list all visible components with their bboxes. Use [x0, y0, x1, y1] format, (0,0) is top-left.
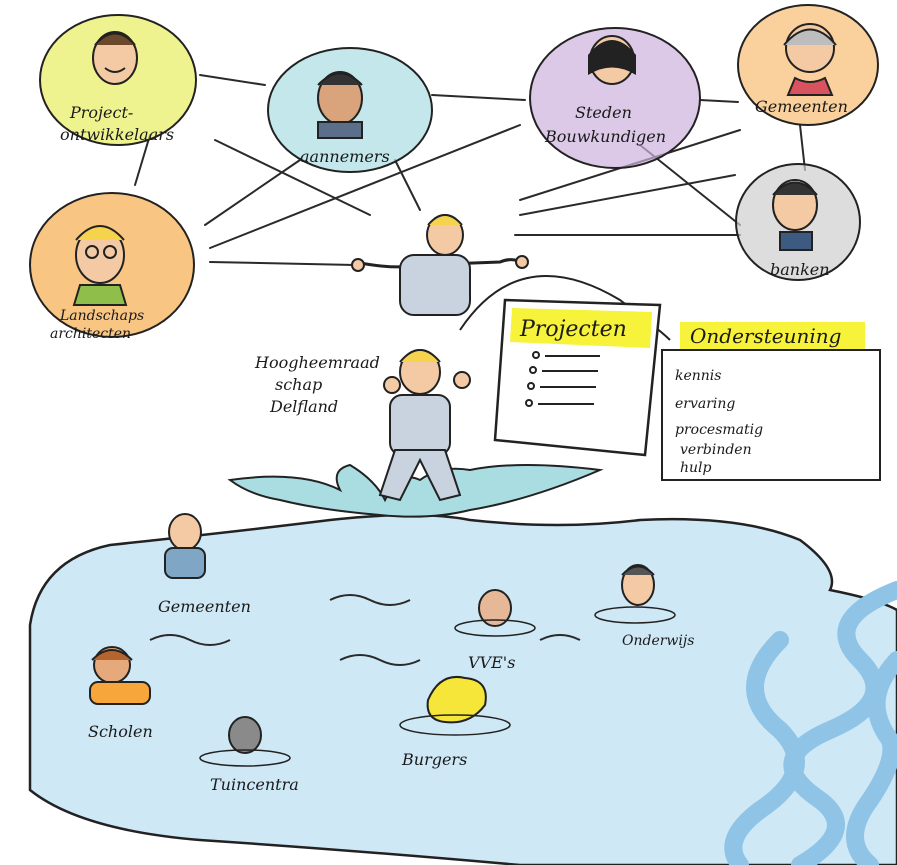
label-swimmer-vves: VVE's	[468, 653, 515, 672]
bubble-banken: banken	[735, 163, 861, 281]
water-squiggles	[149, 594, 581, 666]
waves	[724, 581, 897, 865]
jumping-person	[378, 349, 471, 502]
label-swimmer-gemeenten: Gemeenten	[158, 597, 251, 616]
network-lines	[134, 74, 806, 266]
board-list-lines	[525, 351, 600, 407]
organisation-label: Hoogheemraad schap Delfland	[254, 353, 380, 416]
swimmer-vves: VVE's	[454, 589, 536, 672]
person-face-icon	[317, 71, 363, 139]
swimmer-burgers: Burgers	[399, 676, 511, 769]
swimmer-scholen: Scholen	[88, 646, 153, 741]
person-face-icon	[588, 35, 636, 85]
person-face-icon	[783, 23, 837, 96]
label-banken: banken	[770, 260, 830, 279]
label-projectontwikkelaars-1: Project-	[69, 103, 133, 122]
label-swimmer-burgers: Burgers	[401, 750, 467, 769]
ondersteuning-title: Ondersteuning	[690, 324, 841, 348]
organisation-line2: schap	[275, 375, 322, 394]
label-projectontwikkelaars-2: ontwikkelaars	[60, 125, 174, 144]
water-area	[28, 463, 897, 865]
label-swimmer-tuincentra: Tuincentra	[210, 775, 299, 794]
label-landschapsarchitecten-1: Landschaps	[59, 308, 144, 324]
support-item-kennis: kennis	[675, 368, 721, 384]
person-face-icon	[772, 179, 818, 251]
support-item-ervaring: ervaring	[675, 396, 735, 412]
splash	[227, 463, 604, 518]
label-aannemers: aannemers	[300, 147, 390, 166]
bubble-projectontwikkelaars: Project- ontwikkelaars	[39, 14, 197, 146]
support-item-verbinden: verbinden	[680, 442, 752, 458]
connector-person	[351, 214, 529, 316]
organisation-line1: Hoogheemraad	[254, 353, 380, 372]
support-item-hulp: hulp	[680, 460, 712, 476]
swimmer-onderwijs: Onderwijs	[594, 564, 694, 649]
label-swimmer-scholen: Scholen	[88, 722, 153, 741]
swimmer-tuincentra: Tuincentra	[199, 716, 299, 794]
support-item-procesmatig: procesmatig	[675, 422, 763, 438]
label-stedenbouwkundigen-2: Bouwkundigen	[544, 127, 666, 146]
bubble-gemeenten: Gemeenten	[737, 4, 879, 126]
bubble-stedenbouwkundigen: Steden Bouwkundigen	[529, 27, 701, 169]
bubble-aannemers: aannemers	[267, 47, 433, 173]
board-title: Projecten	[519, 317, 627, 342]
person-face-icon	[72, 225, 128, 306]
label-swimmer-onderwijs: Onderwijs	[622, 633, 694, 649]
label-gemeenten: Gemeenten	[755, 97, 848, 116]
swimmer-gemeenten: Gemeenten	[158, 513, 251, 616]
label-landschapsarchitecten-2: architecten	[50, 326, 131, 342]
person-face-icon	[92, 31, 138, 85]
label-stedenbouwkundigen-1: Steden	[575, 103, 632, 122]
bubble-landschapsarchitecten: Landschaps architecten	[29, 192, 195, 342]
ondersteuning-panel: Ondersteuning kennis ervaring procesmati…	[661, 322, 881, 481]
organisation-line3: Delfland	[269, 397, 338, 416]
projecten-board: Projecten	[493, 298, 662, 457]
